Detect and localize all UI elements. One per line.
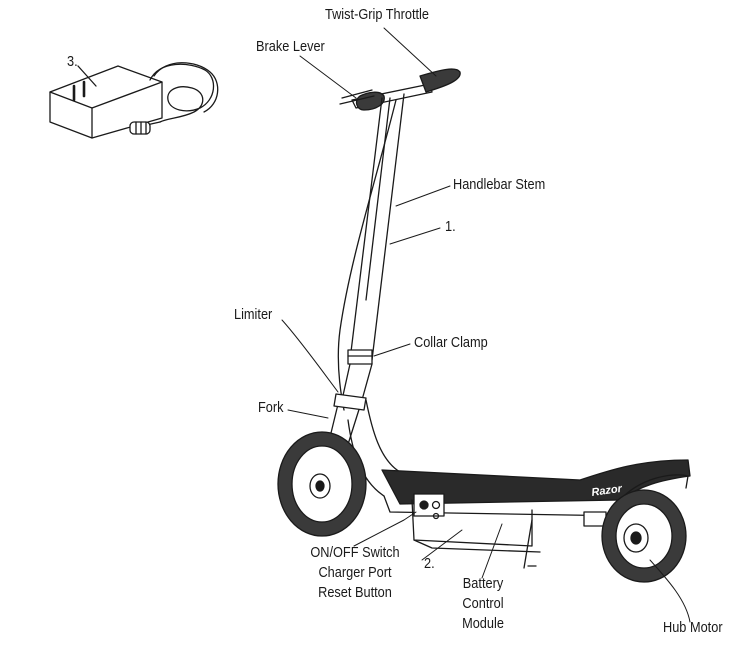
label-switch-port-reset: ON/OFF Switch Charger Port Reset Button [298, 543, 412, 603]
label-module-number: 2. [424, 556, 435, 572]
label-handlebar-stem: Handlebar Stem [453, 177, 546, 193]
leader-twist-grip [383, 27, 437, 77]
label-control: Control [462, 596, 504, 612]
leader-brake-lever [299, 55, 357, 99]
leader-lines [281, 27, 691, 623]
label-module: Module [462, 616, 504, 632]
leader-battery [481, 523, 503, 579]
deck-brand-text: Razor [591, 483, 624, 499]
label-charger-number: 3. [67, 54, 78, 70]
label-brake-lever: Brake Lever [256, 39, 325, 55]
leader-on-off [353, 511, 417, 547]
label-battery-control-module: Battery Control Module [443, 574, 522, 634]
leader-module-number [421, 529, 463, 561]
label-charger-port: Charger Port [318, 565, 392, 581]
label-twist-grip-throttle: Twist-Grip Throttle [325, 7, 430, 23]
charger-illustration [49, 62, 219, 139]
leader-limiter [281, 319, 339, 393]
scooter-illustration [277, 68, 691, 583]
leader-hub-motor [649, 559, 691, 623]
label-fork: Fork [258, 400, 284, 416]
label-reset-button: Reset Button [318, 585, 392, 601]
leader-fork [287, 409, 329, 419]
label-hub-motor: Hub Motor [663, 620, 723, 636]
label-scooter-number: 1. [445, 219, 456, 235]
label-collar-clamp: Collar Clamp [414, 335, 488, 351]
label-on-off-switch: ON/OFF Switch [310, 545, 400, 561]
leader-collar-clamp [373, 343, 411, 357]
label-limiter: Limiter [234, 307, 273, 323]
label-battery: Battery [462, 576, 504, 592]
leader-scooter-number [389, 227, 441, 245]
leader-handlebar-stem [395, 185, 451, 207]
